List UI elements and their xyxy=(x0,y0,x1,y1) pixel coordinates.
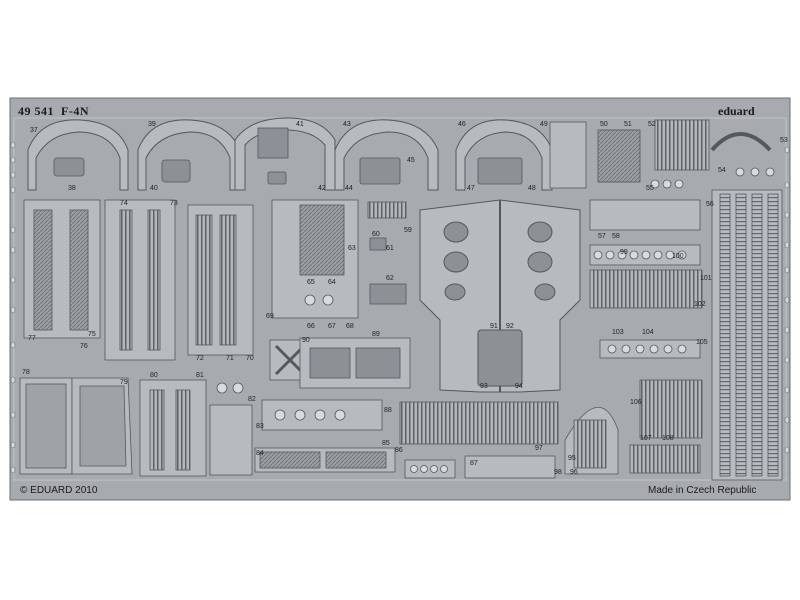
lower-center-parts xyxy=(254,399,619,479)
canopy-frames-top xyxy=(27,117,553,191)
edge-holes-left xyxy=(10,141,16,474)
copyright-text: © EDUARD 2010 xyxy=(20,485,98,496)
ladder-strips xyxy=(711,189,783,481)
top-right-parts xyxy=(549,119,775,189)
aircraft-name: F-4N xyxy=(61,104,89,118)
lower-left-parts xyxy=(19,377,253,477)
canopy-inner-details xyxy=(53,127,523,185)
edge-holes-right xyxy=(784,146,790,454)
left-side-consoles xyxy=(23,199,254,361)
right-strips xyxy=(589,199,703,474)
product-code: 49 541 F-4N xyxy=(18,104,89,119)
product-number: 49 541 xyxy=(18,104,54,118)
cockpit-floor-panel xyxy=(419,199,581,393)
brand-logo: eduard xyxy=(718,104,755,118)
origin-text: Made in Czech Republic xyxy=(648,485,757,496)
instrument-panels xyxy=(269,199,411,389)
